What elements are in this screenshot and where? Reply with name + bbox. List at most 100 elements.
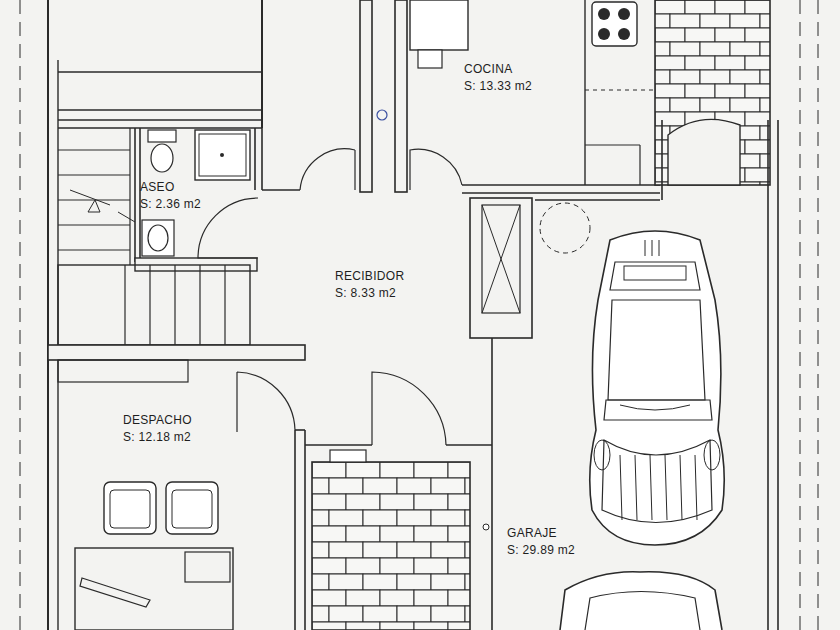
shower-tray [195,130,250,180]
kitchen-table [410,0,468,50]
wall-rect [360,0,372,192]
wall-line [661,120,663,200]
shower-drain [220,153,224,157]
wall-line [58,109,262,110]
door-swing [198,198,258,258]
stair-step [149,265,150,345]
room-area: S: 29.89 m2 [507,542,580,559]
property-line [20,0,21,630]
closet-cross [482,205,520,313]
room-area: S: 8.33 m2 [335,285,409,302]
car-rear-window [604,400,712,420]
car-detail [659,240,660,256]
brick-wall [655,0,770,185]
room-label: DESPACHOS: 12.18 m2 [121,411,198,447]
room-name: COCINA [464,61,537,78]
wall-line [254,128,256,190]
stone-path [312,462,470,630]
stair-step [129,128,130,265]
car-roof [608,300,705,400]
wall-line [262,189,300,191]
room-area: S: 2.36 m2 [140,196,206,213]
shelf [58,360,188,382]
counter-line [585,144,640,145]
stair-step [124,265,125,345]
room-name: DESPACHO [123,412,196,429]
wall-line [777,120,779,630]
stove [592,2,637,46]
car-hood [602,440,712,523]
room-name: RECIBIDOR [335,268,409,285]
armchair [104,482,156,534]
door-swing [410,149,462,190]
car-grille [680,455,682,520]
wall-line [58,127,262,129]
desk [75,548,233,630]
room-name: GARAJE [507,525,580,542]
wall-line [535,199,660,201]
stair-flight [58,265,250,345]
car-body [590,231,725,545]
bolt-symbol [483,524,489,530]
room-area: S: 13.33 m2 [464,78,537,95]
kitchen-chair [418,50,442,68]
stove-burner [598,28,610,40]
armchair-seat [172,490,212,528]
stove-burner [618,28,630,40]
armchair [166,482,218,534]
stone-path-border [312,462,470,630]
wall-line [304,430,306,630]
room-label: RECIBIDORS: 8.33 m2 [333,267,411,303]
car-grille [635,455,637,520]
toilet-tank [148,130,176,142]
car-windshield [585,592,700,630]
wall-line [294,430,296,630]
room-label: COCINAS: 13.33 m2 [462,60,539,96]
wall-rect [395,0,407,192]
sink-basin [148,225,168,251]
stair-step [58,174,130,175]
door-swing [372,372,446,445]
brick-wall-border [655,0,770,185]
wall-line [57,360,58,630]
door-swing [300,149,355,190]
stair-arrow [118,212,135,222]
outlet-symbol [377,110,387,120]
door-swing [237,372,295,432]
stove-burner [598,8,610,20]
wall-line [47,0,49,630]
wall-line [261,0,263,128]
car-light [594,440,610,470]
wall-line [295,429,305,431]
stair-step [199,265,200,345]
closet-cross [482,205,520,313]
wall-rect [48,345,305,360]
shower-inner [199,134,246,176]
car-light [704,440,720,470]
stair-arrow [70,190,110,212]
property-line [818,0,819,630]
car-roof-bar [624,266,686,280]
car-grille [620,455,622,520]
car-grille [695,455,697,520]
wall-line [446,444,492,446]
counter-line [585,90,655,91]
armchair-seat [110,490,150,528]
wall-line [462,184,660,186]
desk-item [185,552,230,582]
counter-line [639,145,640,185]
stair-step [58,249,130,250]
car-grille [650,455,652,520]
room-label: ASEOS: 2.36 m2 [138,178,208,214]
closet [470,198,532,338]
wall-line [134,128,136,262]
wall-line [767,120,769,630]
counter-line [584,0,585,185]
car-detail [620,405,690,410]
stair-step [58,224,130,225]
car-detail [645,240,646,256]
wall-line [58,119,262,121]
car-grille [665,455,667,520]
